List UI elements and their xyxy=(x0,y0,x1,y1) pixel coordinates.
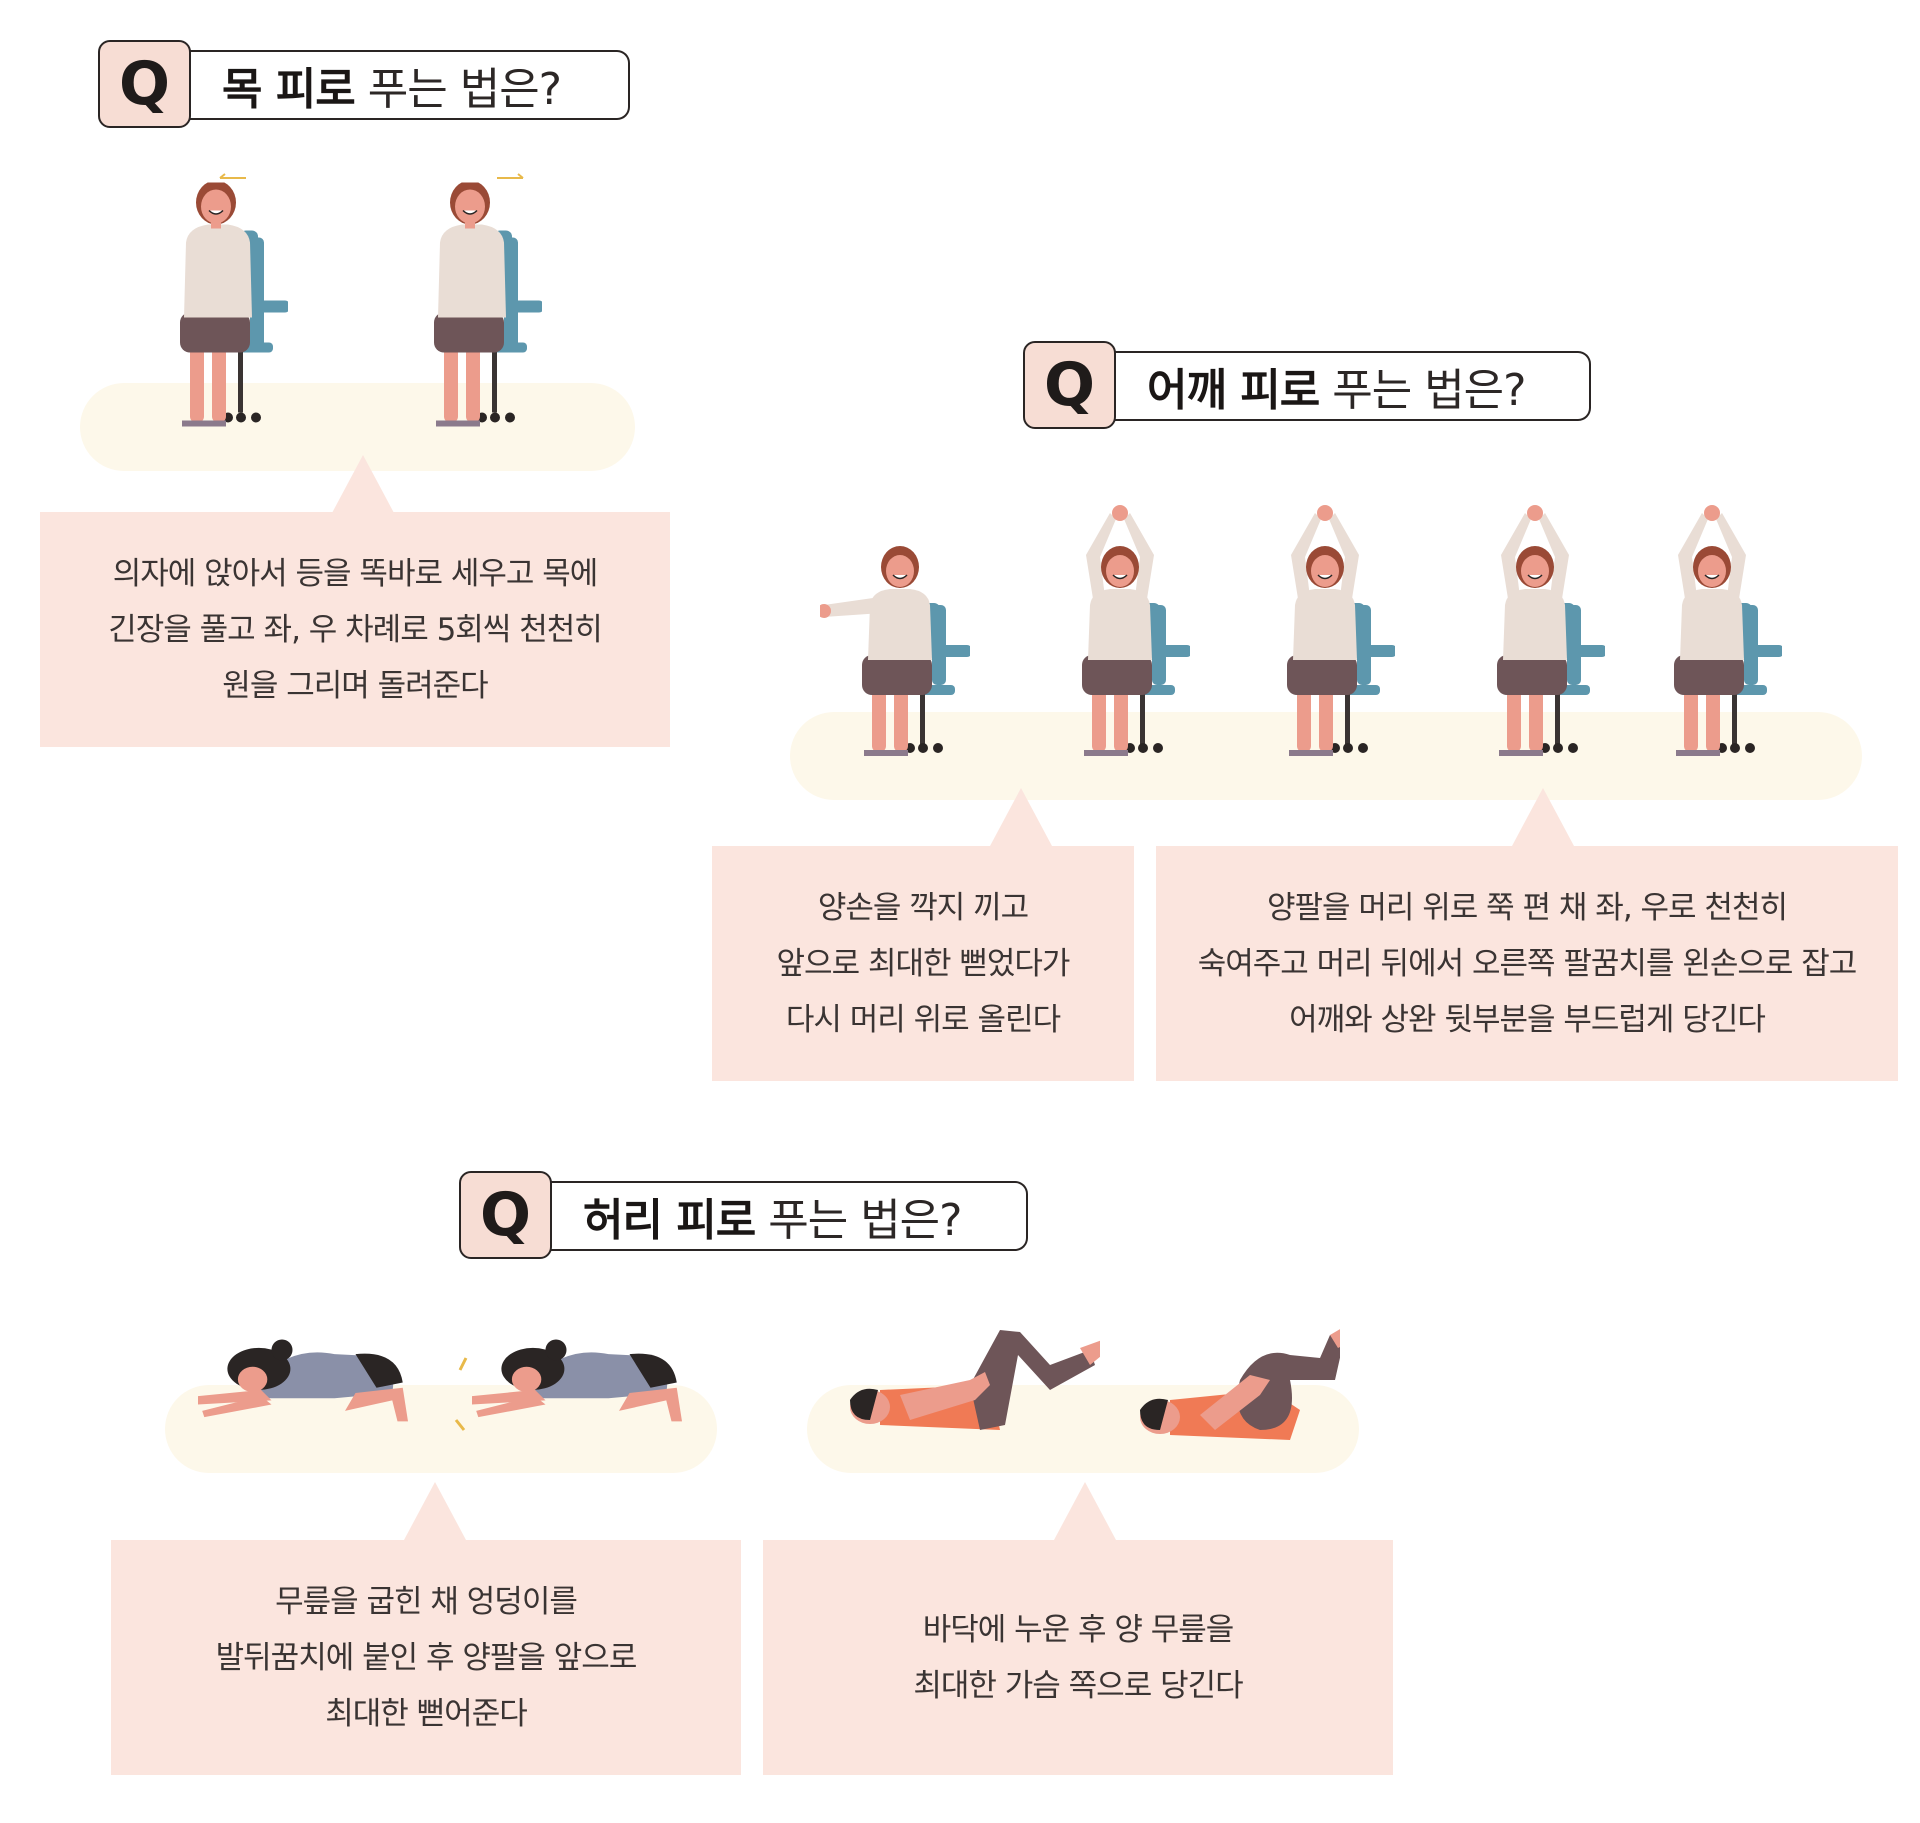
shoulder-title: 어깨 피로 푸는 법은? xyxy=(1113,351,1591,421)
shoulder-figure-1 xyxy=(820,505,970,765)
back-q-mark: Q xyxy=(479,1180,531,1250)
back-right-line-2: 최대한 가슴 쪽으로 당긴다 xyxy=(913,1667,1243,1704)
shoulder-figure-2 xyxy=(1080,505,1190,765)
neck-figure-left xyxy=(178,180,288,445)
back-title-rest: 푸는 법은? xyxy=(768,1195,962,1246)
motion-arrow-icon xyxy=(454,1357,468,1431)
shoulder-right-line-1: 양팔을 머리 위로 쭉 편 채 좌, 우로 천천히 xyxy=(1266,889,1788,926)
shoulder-q-badge: Q xyxy=(1023,341,1116,429)
motion-arrow-icon xyxy=(219,173,246,179)
shoulder-right-line-3: 어깨와 상완 뒷부분을 부드럽게 당긴다 xyxy=(1289,1001,1766,1038)
shoulder-right-callout-pointer xyxy=(1512,788,1574,846)
back-figure-lie-1 xyxy=(840,1310,1100,1450)
back-title: 허리 피로 푸는 법은? xyxy=(549,1181,1028,1251)
back-left-line-2: 발뒤꿈치에 붙인 후 양팔을 앞으로 xyxy=(215,1639,638,1676)
back-figure-lie-2 xyxy=(1120,1320,1340,1460)
back-right-callout-pointer xyxy=(1054,1482,1116,1540)
back-figure-kneel-1 xyxy=(198,1335,408,1430)
shoulder-figure-5 xyxy=(1672,505,1782,765)
shoulder-figure-4 xyxy=(1495,505,1605,765)
neck-callout-line-3: 원을 그리며 돌려준다 xyxy=(222,667,488,704)
back-figure-kneel-2 xyxy=(472,1335,682,1430)
back-q-badge: Q xyxy=(459,1171,552,1259)
neck-q-badge: Q xyxy=(98,40,191,128)
back-left-line-3: 최대한 뻗어준다 xyxy=(325,1695,527,1732)
back-left-line-1: 무릎을 굽힌 채 엉덩이를 xyxy=(275,1583,578,1620)
shoulder-title-bold: 어깨 피로 xyxy=(1147,365,1320,416)
back-right-callout: 바닥에 누운 후 양 무릎을 최대한 가슴 쪽으로 당긴다 xyxy=(763,1540,1393,1775)
shoulder-left-line-3: 다시 머리 위로 올린다 xyxy=(785,1001,1061,1038)
shoulder-left-callout: 양손을 깍지 끼고 앞으로 최대한 뻗었다가 다시 머리 위로 올린다 xyxy=(712,846,1134,1081)
neck-callout-line-2: 긴장을 풀고 좌, 우 차례로 5회씩 천천히 xyxy=(108,611,602,648)
back-left-callout-pointer xyxy=(404,1482,466,1540)
shoulder-left-line-2: 앞으로 최대한 뻗었다가 xyxy=(776,945,1071,982)
back-right-line-1: 바닥에 누운 후 양 무릎을 xyxy=(922,1611,1235,1648)
shoulder-title-rest: 푸는 법은? xyxy=(1332,365,1526,416)
shoulder-figure-3 xyxy=(1285,505,1395,765)
neck-title-bold: 목 피로 xyxy=(222,64,356,115)
back-left-callout: 무릎을 굽힌 채 엉덩이를 발뒤꿈치에 붙인 후 양팔을 앞으로 최대한 뻗어준… xyxy=(111,1540,741,1775)
shoulder-left-callout-pointer xyxy=(990,788,1052,846)
shoulder-right-callout: 양팔을 머리 위로 쭉 편 채 좌, 우로 천천히 숙여주고 머리 뒤에서 오른… xyxy=(1156,846,1898,1081)
neck-title: 목 피로 푸는 법은? xyxy=(188,50,630,120)
neck-callout: 의자에 앉아서 등을 똑바로 세우고 목에 긴장을 풀고 좌, 우 차례로 5회… xyxy=(40,512,670,747)
shoulder-q-mark: Q xyxy=(1043,350,1095,420)
neck-title-rest: 푸는 법은? xyxy=(367,64,562,115)
neck-q-mark: Q xyxy=(118,49,170,119)
neck-figure-right xyxy=(432,180,542,445)
shoulder-left-line-1: 양손을 깍지 끼고 xyxy=(817,889,1029,926)
motion-arrow-icon xyxy=(497,173,524,179)
neck-callout-pointer xyxy=(332,455,394,513)
shoulder-right-line-2: 숙여주고 머리 뒤에서 오른쪽 팔꿈치를 왼손으로 잡고 xyxy=(1197,945,1858,982)
neck-callout-line-1: 의자에 앉아서 등을 똑바로 세우고 목에 xyxy=(112,555,599,592)
back-title-bold: 허리 피로 xyxy=(583,1195,756,1246)
